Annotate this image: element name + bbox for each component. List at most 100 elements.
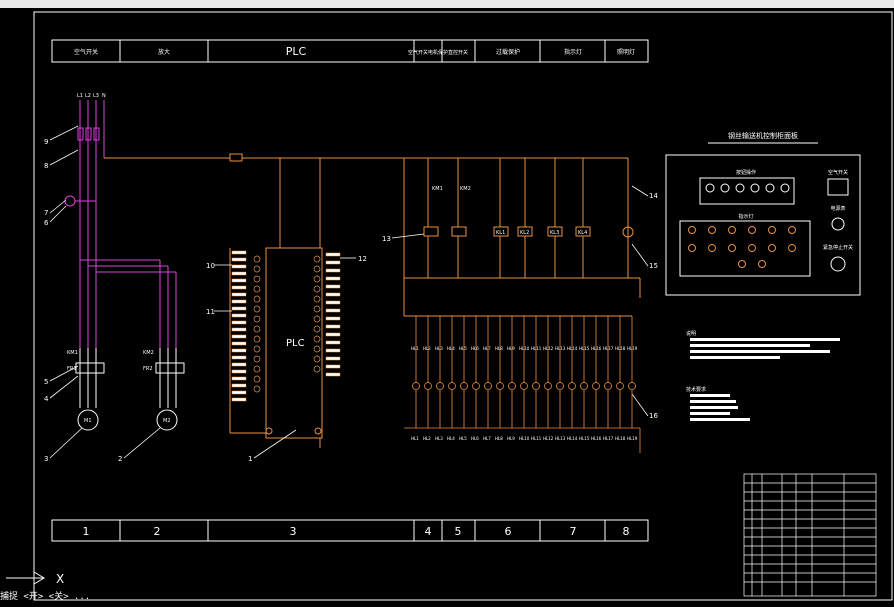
phase-label-4: N: [102, 93, 106, 99]
phase-label-1: L1: [77, 93, 83, 99]
col-number-6: 6: [505, 525, 512, 538]
lamp-top-label: HL11: [531, 346, 542, 351]
plc-center-label: PLC: [286, 338, 305, 349]
lamp-top-label: HL18: [615, 346, 626, 351]
lamp-top-label: HL9: [507, 346, 515, 351]
ucs-axis-icon: [6, 571, 45, 585]
lamp-bottom-label: HL6: [471, 436, 479, 441]
col-number-7: 7: [570, 525, 577, 538]
notes-area: 说明 技术要求: [686, 330, 840, 421]
lamp-top-label: HL8: [495, 346, 503, 351]
col-number-3: 3: [290, 525, 297, 538]
lamp-bottom-label: HL9: [507, 436, 515, 441]
plc-callouts: [214, 257, 356, 459]
plc-io-circles: [253, 255, 321, 393]
right-callout-numbers: 13 14 15 16: [382, 192, 658, 420]
panel-title: 钢丝输送机控制柜面板: [728, 131, 798, 140]
plc-input-terminals: [231, 250, 247, 402]
callout-1: 1: [248, 455, 252, 463]
motor-m2-symbol: [156, 409, 178, 431]
callout-11: 11: [206, 308, 215, 316]
title-row: 空气开关 放大 PLC 空气开关电机保护 直控开关 过载保护 指示灯 照明灯: [51, 39, 649, 63]
contactor-label-km2: KM2: [143, 350, 154, 356]
title-cell-1: 空气开关: [74, 48, 98, 56]
control-panel: 钢丝输送机控制柜面板 按钮操作 指示灯 空气开关 电源表 紧急停止开关: [665, 131, 861, 296]
plc-callout-numbers: 10 11 1 12: [206, 255, 367, 463]
right-callouts: [391, 185, 649, 417]
col-number-4: 4: [425, 525, 432, 538]
phase-label-3: L3: [93, 93, 99, 99]
left-callouts: [49, 125, 161, 459]
lamp-top-label: HL12: [543, 346, 554, 351]
top-toolbar-strip: [0, 0, 894, 8]
notes-heading-2: 技术要求: [686, 386, 706, 393]
lamp-top-label: HL5: [459, 346, 467, 351]
callout-16: 16: [649, 412, 658, 420]
bottom-number-row: 1 2 3 4 5 6 7 8: [51, 519, 649, 542]
col-number-2: 2: [154, 525, 161, 538]
lamp-bottom-label: HL16: [591, 436, 602, 441]
callout-9: 9: [44, 138, 48, 146]
callout-12: 12: [358, 255, 367, 263]
contactor-label-km1: KM1: [67, 350, 78, 356]
lamp-top-label: HL10: [519, 346, 530, 351]
plc-block: [229, 158, 323, 448]
lamp-top-labels: HL1 HL2 HL3 HL4 HL5 HL6 HL7 HL8 HL9 HL10…: [411, 346, 638, 351]
title-cell-5: 直控开关: [448, 49, 468, 56]
relay-label-fr2: FR2: [143, 366, 153, 372]
lamp-bottom-labels: HL1 HL2 HL3 HL4 HL5 HL6 HL7 HL8 HL9 HL10…: [411, 436, 638, 441]
title-cell-8: 照明灯: [617, 48, 635, 56]
title-block: [743, 473, 877, 597]
callout-4: 4: [44, 395, 49, 403]
panel-air-switch-label: 空气开关: [828, 169, 848, 176]
lamp-bottom-label: HL2: [423, 436, 431, 441]
coil-label-4: KL2: [520, 230, 529, 236]
lamp-bottom-label: HL4: [447, 436, 455, 441]
lamp-bank-wires: [404, 316, 641, 453]
coil-label-1: KM1: [432, 186, 443, 192]
callout-8: 8: [44, 162, 48, 170]
title-cell-2: 放大: [158, 48, 170, 56]
lamp-top-label: HL4: [447, 346, 455, 351]
callout-14: 14: [649, 192, 658, 200]
panel-buttons-label: 按钮操作: [736, 169, 756, 176]
callout-3: 3: [44, 455, 48, 463]
callout-7: 7: [44, 209, 48, 217]
lamp-top-label: HL2: [423, 346, 431, 351]
lamp-bottom-label: HL5: [459, 436, 467, 441]
lamp-bottom-label: HL10: [519, 436, 530, 441]
control-bus: [104, 153, 628, 162]
lamp-bottom-label: HL3: [435, 436, 443, 441]
plc-output-terminals: [325, 252, 341, 377]
command-line[interactable]: 捕捉 <开> <关> ...: [0, 592, 91, 602]
panel-lights-label: 指示灯: [738, 213, 753, 220]
motor-label-m2: M2: [163, 418, 171, 424]
panel-power-label: 电源表: [830, 205, 845, 212]
lamp-top-label: HL17: [603, 346, 614, 351]
lamp-bottom-label: HL15: [579, 436, 590, 441]
col-number-5: 5: [455, 525, 462, 538]
title-cell-3: PLC: [286, 45, 307, 58]
left-motor-circuit: [75, 348, 185, 431]
motor-m1-symbol: [77, 409, 99, 431]
phase-label-2: L2: [85, 93, 91, 99]
col-number-8: 8: [623, 525, 630, 538]
lamp-top-label: HL13: [555, 346, 566, 351]
cad-drawing-canvas[interactable]: 空气开关 放大 PLC 空气开关电机保护 直控开关 过载保护 指示灯 照明灯 1…: [0, 8, 894, 603]
callout-5: 5: [44, 378, 48, 386]
callout-13: 13: [382, 235, 391, 243]
callout-10: 10: [206, 262, 215, 270]
lamp-bank-symbols: [412, 382, 636, 390]
lamp-top-label: HL15: [579, 346, 590, 351]
lamp-bottom-label: HL13: [555, 436, 566, 441]
notes-heading-1: 说明: [686, 330, 696, 337]
lamp-bottom-label: HL18: [615, 436, 626, 441]
right-control-circuit: [403, 158, 641, 317]
coil-label-5: KL3: [550, 230, 559, 236]
callout-6: 6: [44, 219, 49, 227]
coil-label-2: KM2: [460, 186, 471, 192]
lamp-bottom-label: HL8: [495, 436, 503, 441]
lamp-bottom-label: HL7: [483, 436, 491, 441]
emergency-stop-icon: [830, 256, 846, 272]
lamp-bottom-label: HL17: [603, 436, 614, 441]
